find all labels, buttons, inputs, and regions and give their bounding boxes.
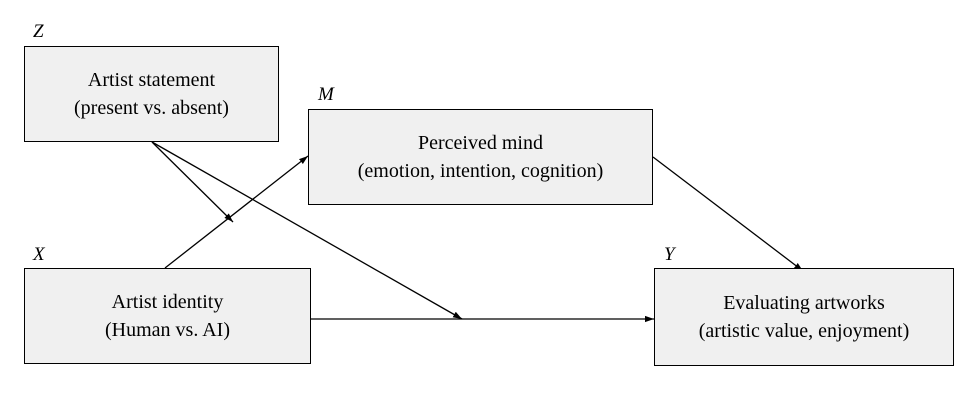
node-subtitle: (present vs. absent): [74, 97, 229, 119]
arrow-x-to-m: [164, 155, 309, 269]
variable-label-z: Z: [33, 21, 44, 42]
node-subtitle: (emotion, intention, cognition): [357, 160, 604, 182]
variable-label-x: X: [33, 244, 45, 265]
node-box-artist-identity: Artist identity (Human vs. AI): [24, 268, 311, 364]
node-title: Artist identity: [111, 291, 224, 313]
node-title: Artist statement: [87, 69, 216, 91]
node-box-perceived-mind: Perceived mind (emotion, intention, cogn…: [308, 109, 653, 205]
variable-label-m: M: [318, 84, 334, 105]
node-box-evaluating-artworks: Evaluating artworks (artistic value, enj…: [654, 268, 954, 366]
node-title: Evaluating artworks: [723, 292, 885, 314]
node-subtitle: (Human vs. AI): [105, 319, 230, 341]
arrow-m-to-y: [652, 156, 804, 272]
arrow-z-to-xy-path: [151, 141, 463, 320]
node-title: Perceived mind: [418, 132, 543, 154]
arrow-z-to-xm-path: [151, 141, 234, 223]
node-subtitle: (artistic value, enjoyment): [698, 320, 910, 342]
variable-label-y: Y: [664, 244, 675, 265]
node-box-artist-statement: Artist statement (present vs. absent): [24, 46, 279, 142]
